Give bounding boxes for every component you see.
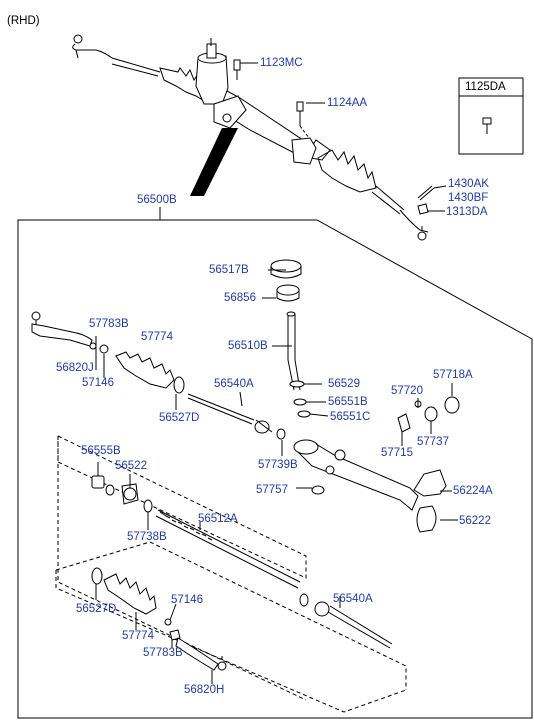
rack-assembly-illustration	[72, 34, 435, 241]
part-label-1124AA: 1124AA	[327, 97, 368, 109]
part-label-56222: 56222	[459, 515, 491, 527]
part-label-56512A: 56512A	[198, 513, 238, 525]
part-label-56540A-bottom: 56540A	[333, 593, 373, 605]
drive-side-label: (RHD)	[7, 15, 40, 27]
part-label-56820J: 56820J	[56, 362, 94, 374]
part-label-56856: 56856	[224, 292, 256, 304]
dashed-group-lower	[55, 541, 407, 690]
part-label-56500B: 56500B	[137, 194, 177, 206]
inset-box	[458, 77, 524, 155]
part-label-57720: 57720	[391, 385, 423, 397]
boot-bottom	[103, 573, 157, 615]
part-label-57715: 57715	[381, 447, 413, 459]
part-label-56510B: 56510B	[228, 340, 268, 352]
tie-rod-end-bottom	[175, 637, 219, 671]
part-label-56527D-bottom: 56527D	[76, 603, 117, 615]
part-label-56529: 56529	[328, 378, 360, 390]
part-label-57757: 57757	[256, 484, 288, 496]
part-label-57146-bottom: 57146	[171, 594, 203, 606]
part-label-56527D-top: 56527D	[159, 412, 200, 424]
part-label-57738B: 57738B	[127, 531, 167, 543]
part-label-1430AK: 1430AK	[448, 178, 489, 190]
cap-56517B	[270, 259, 302, 279]
part-label-57718A: 57718A	[433, 369, 473, 381]
part-label-57146-top: 57146	[82, 377, 114, 389]
part-label-57774-bottom: 57774	[122, 630, 154, 642]
rack-housing	[293, 439, 419, 511]
part-label-57737: 57737	[417, 436, 449, 448]
part-label-56224A: 56224A	[453, 485, 493, 497]
dashed-group-upper	[57, 435, 307, 579]
boot-top	[115, 351, 175, 389]
pinion-shaft	[287, 314, 301, 391]
part-label-56551B: 56551B	[328, 396, 368, 408]
inner-tie-rod-bottom	[327, 605, 393, 649]
group-frame	[17, 207, 533, 719]
part-label-1123MC: 1123MC	[260, 57, 303, 69]
tie-rod-end-left	[31, 311, 93, 347]
part-label-56820H: 56820H	[184, 684, 225, 696]
part-label-1313DA: 1313DA	[446, 206, 488, 218]
part-label-57739B: 57739B	[258, 459, 298, 471]
part-label-56517B: 56517B	[209, 264, 249, 276]
part-label-56551C: 56551C	[330, 411, 371, 423]
steering-rack	[155, 509, 301, 589]
seal-56856	[276, 284, 300, 302]
inset-box-title: 1125DA	[465, 81, 506, 93]
part-label-1430BF: 1430BF	[448, 192, 489, 204]
bolt-icon	[482, 117, 492, 134]
part-label-56555B: 56555B	[81, 445, 121, 457]
part-label-56522: 56522	[115, 460, 147, 472]
part-label-56540A-top: 56540A	[214, 378, 254, 390]
part-label-57783B-bottom: 57783B	[143, 647, 183, 659]
part-label-57783B-top: 57783B	[89, 318, 129, 330]
inner-tie-rod-top	[187, 393, 255, 425]
part-label-57774-top: 57774	[141, 331, 173, 343]
